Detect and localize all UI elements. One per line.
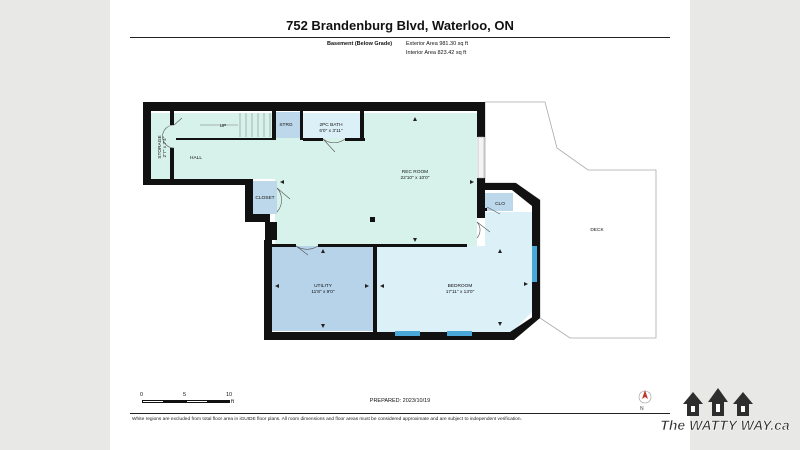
address-title: 752 Brandenburg Blvd, Waterloo, ON — [286, 18, 514, 33]
clo-label: CLO — [495, 201, 505, 207]
bedroom-label: BEDROOM — [448, 283, 473, 289]
closet-room — [252, 181, 277, 214]
scale-seg-2 — [164, 400, 186, 403]
strg-label: STRG — [279, 122, 293, 128]
rec-label: REC ROOM — [402, 169, 428, 175]
scale-label-5: 5 — [183, 392, 187, 398]
window-bedroom-2 — [447, 331, 472, 336]
interior-area: Interior Area 823.42 sq ft — [406, 50, 467, 56]
bedroom-room — [376, 212, 532, 332]
compass-icon: N — [638, 390, 652, 412]
window-bedroom-side — [532, 246, 537, 282]
storage-dim: 2'7" x 7'4" — [162, 136, 168, 157]
svg-text:The WATTY WAY.ca: The WATTY WAY.ca — [660, 417, 790, 433]
clo-room — [483, 193, 513, 211]
up-label: UP — [220, 123, 227, 129]
scale-unit: ft — [231, 399, 235, 405]
storage-label: STORAGE — [157, 135, 163, 158]
utility-room — [272, 246, 373, 331]
footer-divider — [130, 413, 670, 414]
stair-area — [178, 113, 270, 138]
floor-plan: STORAGE 2'7" x 7'4" HALL UP STRG 2PC BAT… — [143, 101, 657, 412]
scale-seg-1 — [142, 400, 164, 403]
floor-plan-sheet: 752 Brandenburg Blvd, Waterloo, ON Basem… — [110, 0, 690, 450]
scale-seg-3 — [186, 400, 208, 403]
deck-label: DECK — [590, 227, 604, 233]
door-swings — [162, 117, 501, 256]
bath-room — [302, 113, 360, 138]
utility-label: UTILITY — [314, 283, 333, 289]
exterior-area: Exterior Area 981.30 sq ft — [406, 41, 469, 47]
scale-label-10: 10 — [226, 392, 233, 398]
scale-seg-4 — [208, 400, 230, 403]
bedroom-dim: 17'11" x 13'0" — [446, 289, 475, 295]
strg-room — [272, 112, 300, 138]
watty-way-logo: The WATTY WAY.ca — [660, 388, 790, 433]
svg-text:N: N — [640, 406, 644, 412]
utility-dim: 11'8" x 9'0" — [311, 289, 335, 295]
header-divider — [130, 37, 670, 38]
closet-label: CLOSET — [255, 195, 274, 201]
prepared-date: PREPARED: 2023/10/19 — [369, 398, 431, 404]
stairs — [200, 113, 271, 137]
bath-label: 2PC BATH — [319, 122, 343, 128]
scale-bar: 0 5 10 ft — [140, 392, 240, 408]
rec-dim: 22'10" x 10'0" — [401, 175, 430, 181]
bath-dim: 6'0" x 3'11" — [319, 128, 343, 134]
window-bedroom-1 — [395, 331, 420, 336]
disclaimer-text: White regions are excluded from total fl… — [132, 417, 522, 422]
scale-label-0: 0 — [140, 392, 144, 398]
patio-door — [477, 136, 485, 179]
dimension-ticks — [275, 117, 528, 328]
hall-label: HALL — [190, 155, 202, 161]
level-label: Basement (Below Grade) — [327, 41, 393, 47]
